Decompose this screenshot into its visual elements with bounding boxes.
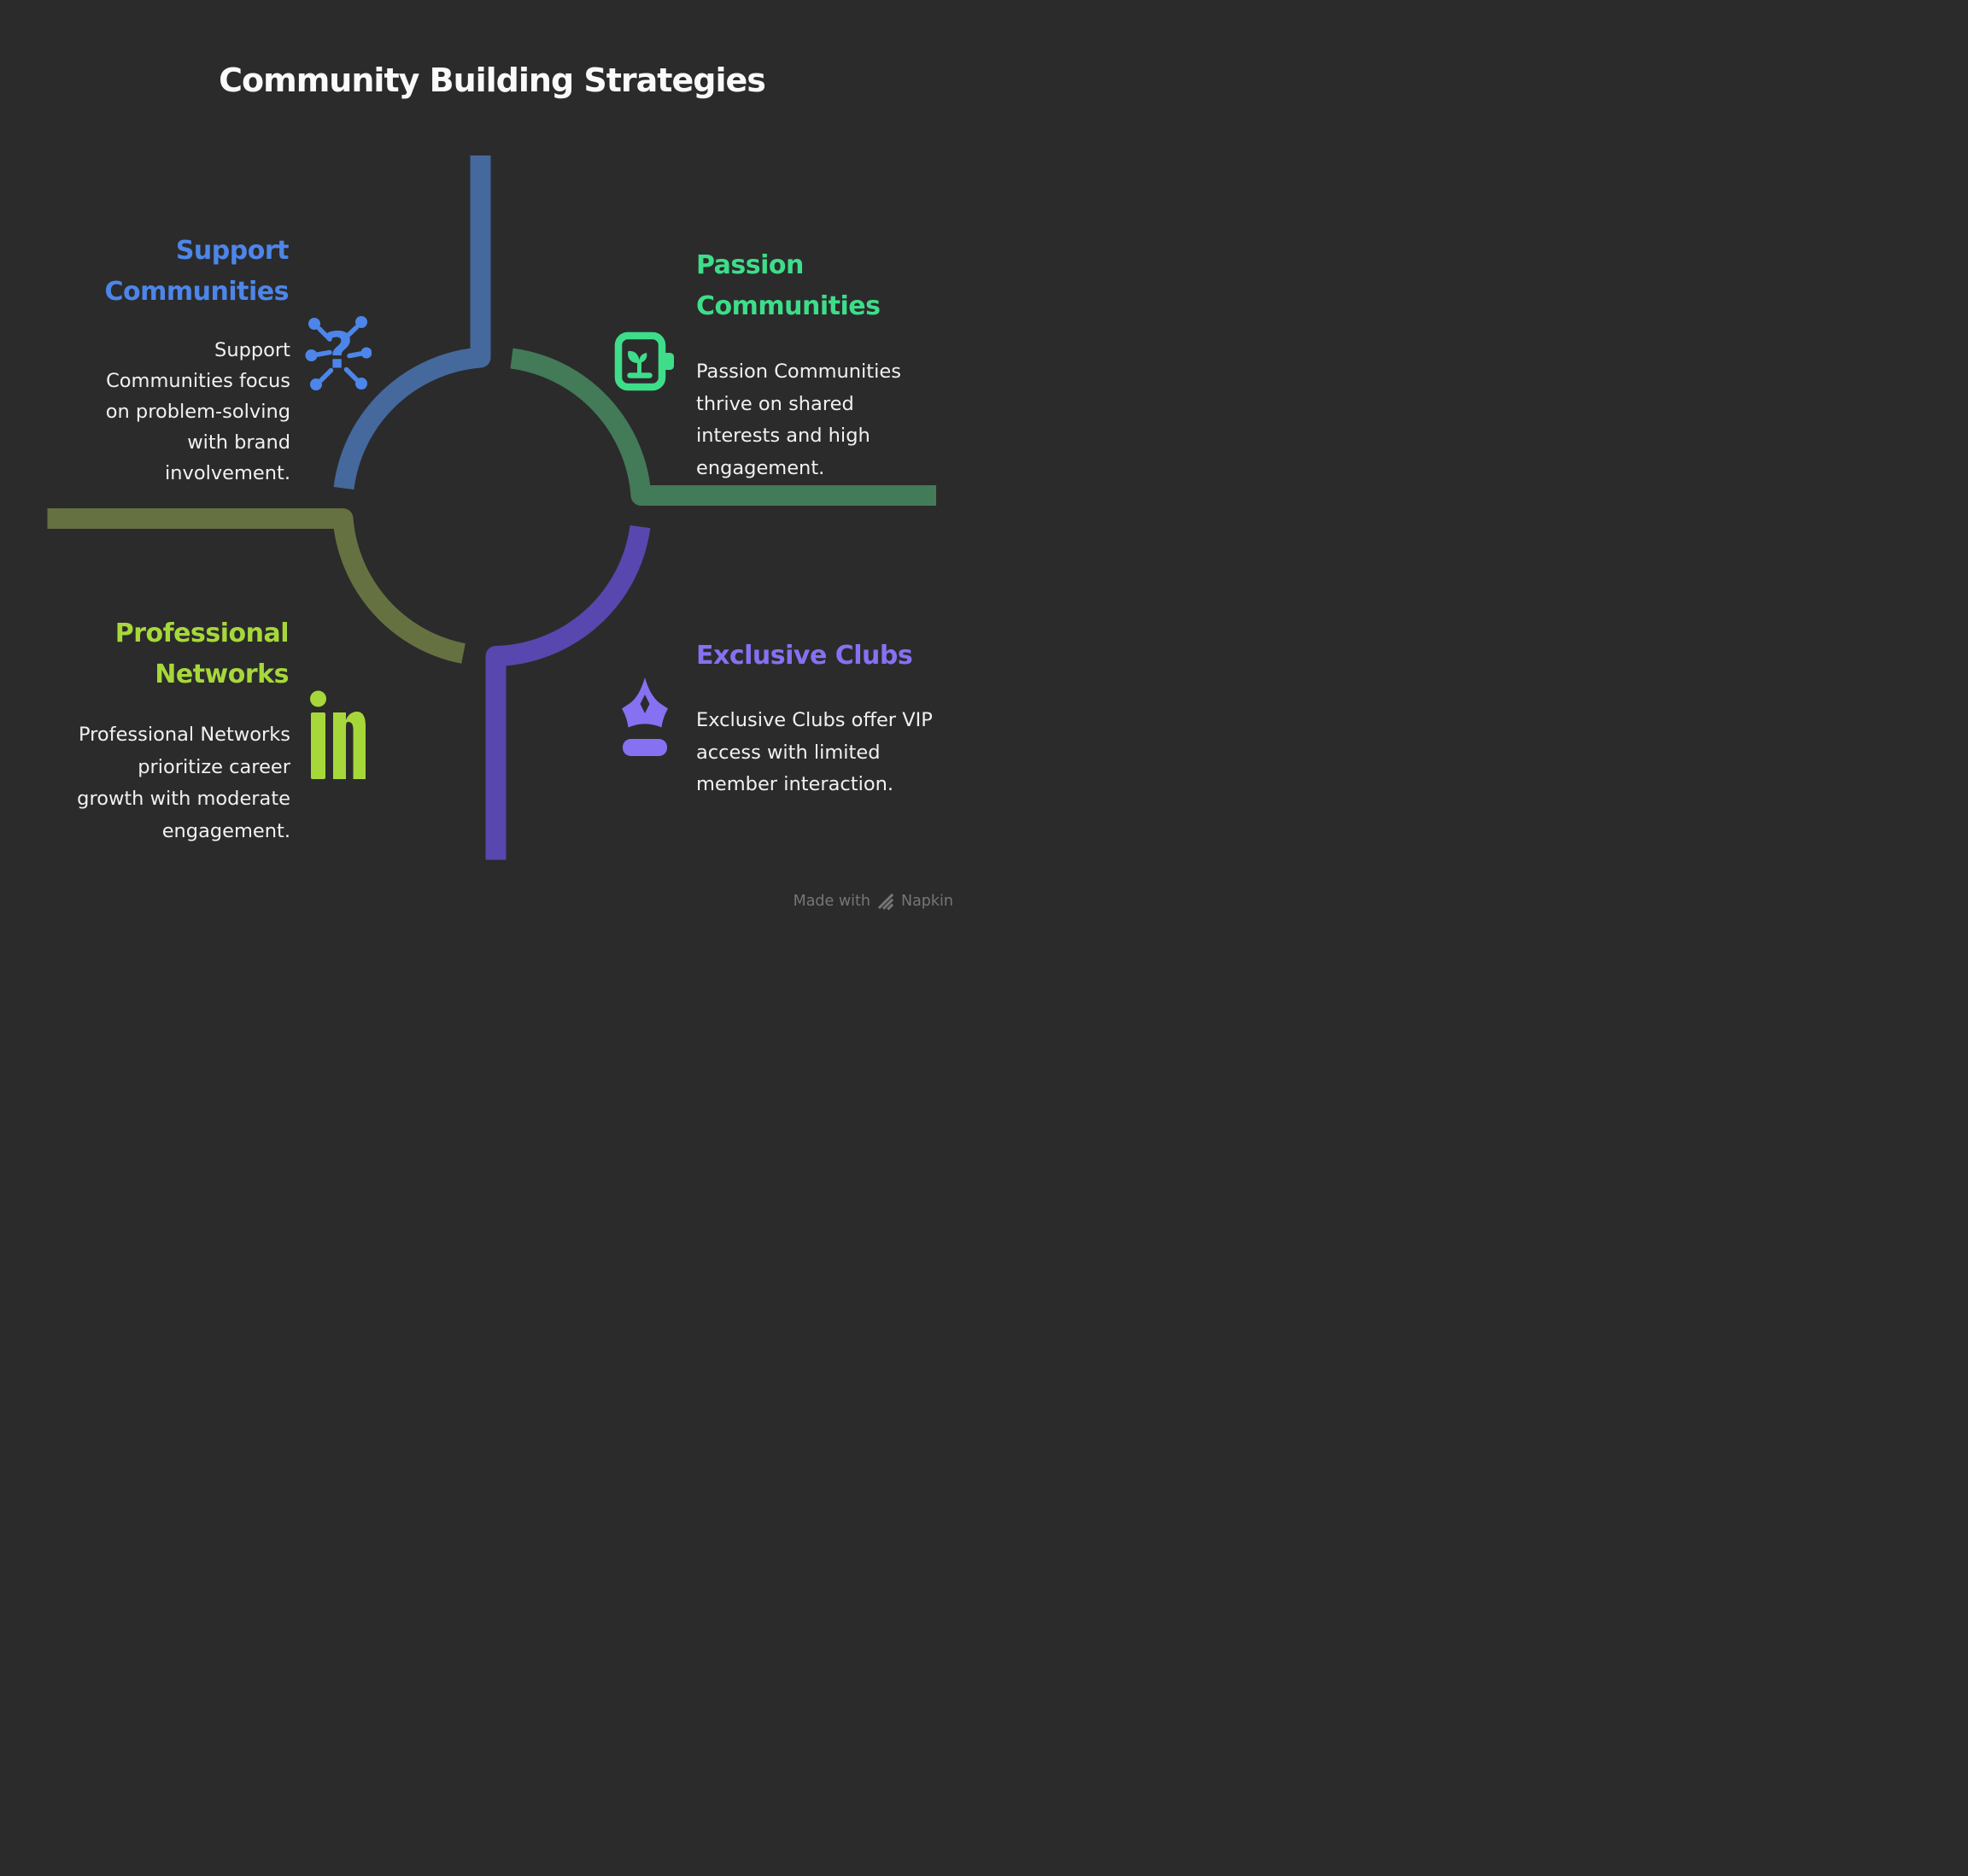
professional-heading-line: Professional — [114, 618, 290, 648]
desc-line: engagement. — [161, 819, 290, 842]
passion-heading-line: Communities — [696, 291, 881, 321]
exclusive-heading: Exclusive Clubs — [696, 636, 913, 677]
napkin-logo-icon — [877, 893, 894, 911]
support-description: Support Communities focus on problem-sol… — [106, 335, 290, 489]
desc-line: access with limited — [696, 741, 881, 764]
passion-heading-line: Passion — [696, 250, 804, 280]
made-with-napkin-footer: Made with Napkin — [794, 892, 953, 911]
infographic-page: Community Building Strategies Support Co… — [0, 0, 984, 938]
brand-text: Napkin — [900, 893, 953, 910]
crown-icon — [622, 677, 668, 756]
support-heading: Support Communities — [104, 231, 290, 313]
professional-heading: Professional Networks — [114, 613, 290, 695]
passion-arc — [510, 348, 936, 506]
desc-line: Professional Networks — [78, 724, 290, 746]
svg-text:?: ? — [324, 321, 353, 380]
page-title: Community Building Strategies — [219, 62, 766, 99]
desc-line: prioritize career — [138, 755, 290, 778]
professional-description: Professional Networks prioritize career … — [77, 719, 290, 847]
passion-description: Passion Communities thrive on shared int… — [696, 356, 901, 484]
quadrant-diagram — [47, 155, 936, 860]
desc-line: involvement. — [165, 462, 290, 484]
professional-heading-line: Networks — [155, 660, 289, 689]
desc-line: Passion Communities — [696, 361, 901, 383]
desc-line: interests and high — [696, 425, 870, 447]
support-arc — [333, 155, 491, 490]
professional-arc — [47, 508, 466, 664]
exclusive-heading-line: Exclusive Clubs — [696, 641, 913, 671]
support-heading-line: Communities — [104, 277, 290, 307]
desc-line: on problem-solving — [105, 401, 290, 423]
desc-line: growth with moderate — [77, 788, 290, 810]
battery-sprout-icon — [614, 331, 674, 391]
desc-line: engagement. — [696, 456, 825, 479]
support-heading-line: Support — [175, 236, 290, 266]
desc-line: Communities focus — [106, 370, 290, 392]
exclusive-arc — [485, 525, 651, 860]
desc-line: thrive on shared — [696, 392, 854, 415]
desc-line: member interaction. — [696, 773, 894, 795]
linkedin-icon — [310, 690, 366, 779]
question-network-icon: ? — [305, 316, 372, 390]
desc-line: Exclusive Clubs offer VIP — [696, 709, 933, 731]
exclusive-description: Exclusive Clubs offer VIP access with li… — [696, 705, 933, 801]
passion-heading: Passion Communities — [696, 245, 881, 327]
desc-line: Support — [214, 339, 290, 361]
desc-line: with brand — [187, 431, 290, 454]
made-with-text: Made with — [793, 893, 870, 910]
